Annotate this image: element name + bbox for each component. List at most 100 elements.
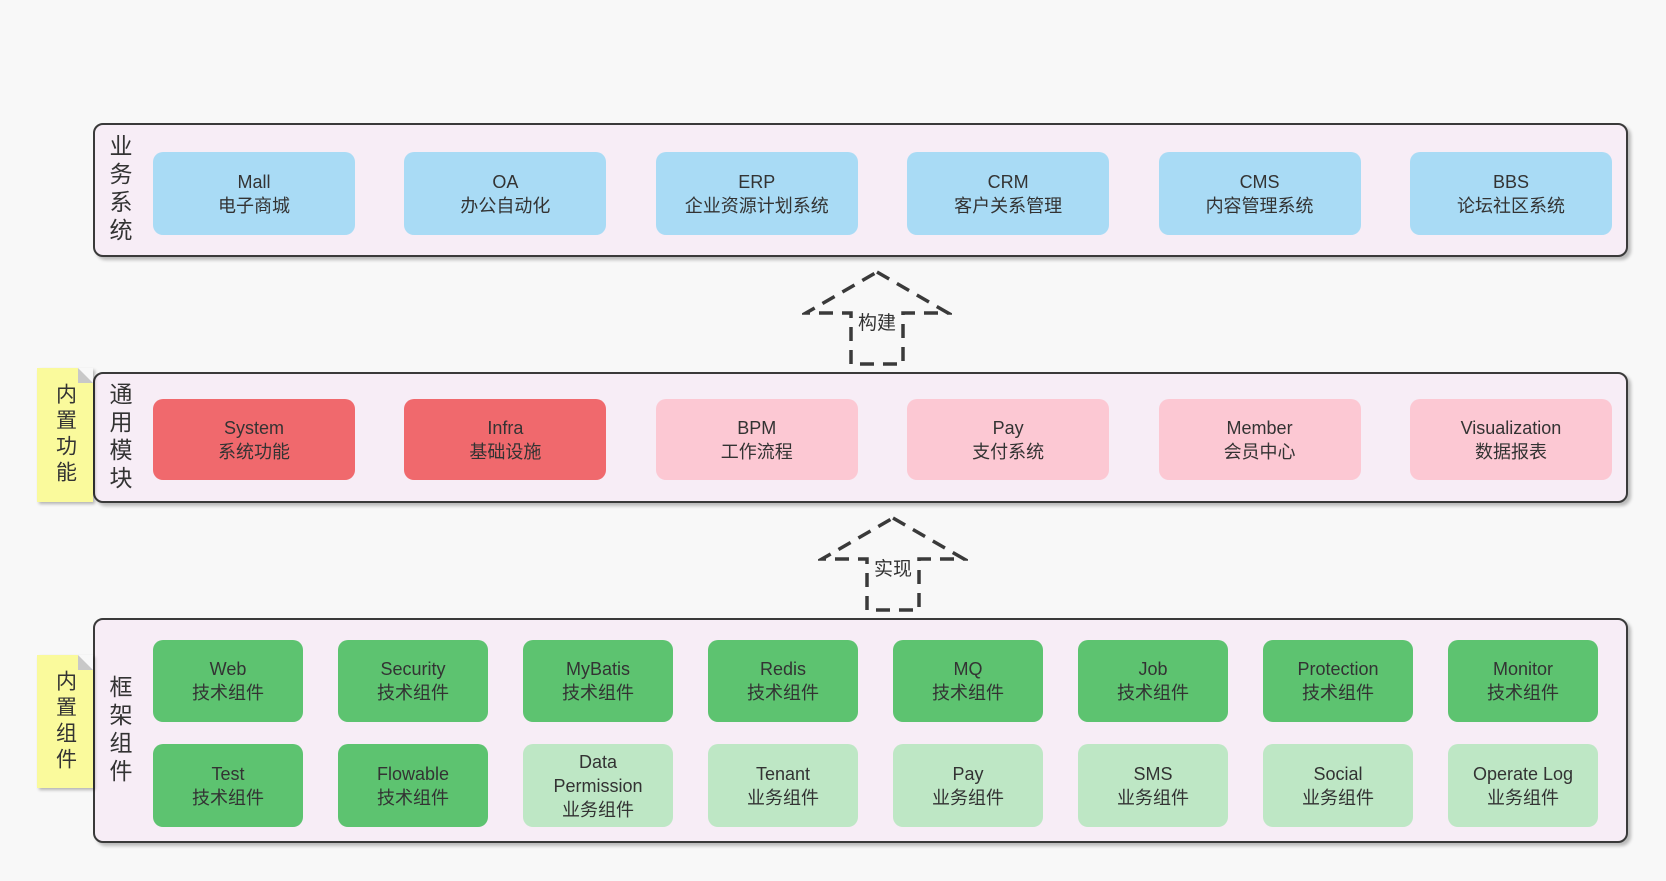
box-social: Social 业务组件	[1263, 744, 1413, 827]
box-title: Pay	[952, 763, 984, 784]
box-cms: CMS 内容管理系统	[1158, 152, 1361, 235]
box-subtitle: 业务组件	[1487, 787, 1559, 808]
box-subtitle: 业务组件	[1117, 787, 1189, 808]
box-subtitle: 企业资源计划系统	[684, 195, 829, 216]
box-subtitle: 内容管理系统	[1205, 195, 1314, 216]
box-subtitle: 论坛社区系统	[1456, 195, 1565, 216]
box-title: Operate Log	[1472, 763, 1574, 784]
box-title: BPM	[737, 417, 777, 438]
box-flowable: Flowable 技术组件	[338, 744, 488, 827]
band-label-framework-components: 框架组件	[106, 674, 132, 787]
box-operate-log: Operate Log 业务组件	[1448, 744, 1598, 827]
box-title: SMS	[1133, 763, 1173, 784]
box-pay: Pay 支付系统	[907, 399, 1110, 480]
box-title: CRM	[987, 171, 1029, 192]
box-member: Member 会员中心	[1158, 399, 1361, 480]
arrow-implement-label: 实现	[870, 554, 916, 581]
box-title: Job	[1138, 659, 1168, 679]
band-label-common-modules: 通用模块	[106, 381, 132, 494]
sticky-note-label: 内置功能	[53, 383, 77, 487]
box-subtitle: 技术组件	[1302, 683, 1374, 703]
arrow-build: 构建	[802, 266, 952, 368]
box-title: Flowable	[376, 763, 450, 784]
box-subtitle: 工作流程	[720, 441, 793, 462]
box-tenant: Tenant 业务组件	[708, 744, 858, 827]
box-redis: Redis 技术组件	[708, 640, 858, 722]
box-title: Protection	[1297, 659, 1379, 679]
box-monitor: Monitor 技术组件	[1448, 640, 1598, 722]
box-subtitle: 技术组件	[562, 683, 634, 703]
box-subtitle: 业务组件	[562, 799, 634, 820]
box-title: Tenant	[755, 763, 811, 784]
box-title: Pay	[992, 417, 1024, 438]
band-label-business-systems: 业务系统	[106, 134, 132, 246]
box-mybatis: MyBatis 技术组件	[523, 640, 673, 722]
box-subtitle: 电子商城	[218, 195, 290, 216]
box-title: CMS	[1239, 171, 1280, 192]
sticky-note-label: 内置组件	[53, 669, 77, 774]
arrow-build-label: 构建	[854, 308, 900, 335]
box-subtitle: 业务组件	[1302, 787, 1374, 808]
box-subtitle: 办公自动化	[460, 195, 551, 216]
box-title: Member	[1226, 417, 1293, 438]
box-sms: SMS 业务组件	[1078, 744, 1228, 827]
box-pay: Pay 业务组件	[893, 744, 1043, 827]
box-bbs: BBS 论坛社区系统	[1409, 152, 1612, 235]
box-title: ERP	[738, 171, 776, 192]
box-subtitle: 技术组件	[377, 683, 449, 703]
box-oa: OA 办公自动化	[404, 152, 607, 235]
band-common-modules: 通用模块 System 系统功能 Infra 基础设施 BPM 工作流程 Pay 支付系统 Me…	[93, 372, 1628, 503]
box-infra: Infra 基础设施	[404, 399, 607, 480]
box-title: System	[223, 417, 284, 438]
box-title: Visualization	[1460, 417, 1562, 438]
box-title: Redis	[759, 659, 807, 679]
box-title: Social	[1313, 763, 1363, 784]
box-subtitle: 技术组件	[1117, 683, 1189, 703]
box-subtitle: 技术组件	[932, 683, 1004, 703]
box-title: BBS	[1492, 171, 1529, 192]
box-title: Test	[211, 763, 245, 784]
box-title: Mall	[237, 171, 271, 192]
box-system: System 系统功能	[153, 399, 355, 480]
box-subtitle: 技术组件	[1487, 683, 1559, 703]
box-web: Web 技术组件	[153, 640, 303, 722]
box-mall: Mall 电子商城	[153, 152, 355, 235]
box-title: Infra	[487, 417, 524, 438]
box-erp: ERP 企业资源计划系统	[655, 152, 858, 235]
box-subtitle: 支付系统	[972, 441, 1045, 462]
box-subtitle: 技术组件	[377, 787, 449, 808]
arrow-implement: 实现	[818, 512, 968, 614]
box-subtitle: 会员中心	[1223, 441, 1296, 462]
box-subtitle: 基础设施	[469, 441, 542, 462]
box-title: Security	[380, 659, 446, 679]
box-security: Security 技术组件	[338, 640, 488, 722]
box-row: Mall 电子商城 OA 办公自动化 ERP 企业资源计划系统 CRM 客户关系管理 CMS 内容…	[153, 152, 1612, 235]
box-subtitle: 业务组件	[747, 787, 819, 808]
box-row: System 系统功能 Infra 基础设施 BPM 工作流程 Pay 支付系统 Member 会…	[153, 399, 1612, 480]
box-bpm: BPM 工作流程	[655, 399, 858, 480]
box-subtitle: 数据报表	[1474, 441, 1547, 462]
box-subtitle: 客户关系管理	[954, 195, 1063, 216]
box-title: Data Permission	[553, 751, 643, 796]
sticky-note-builtin-features: 内置功能	[37, 368, 93, 502]
box-title: OA	[492, 171, 519, 192]
box-protection: Protection 技术组件	[1263, 640, 1413, 722]
band-business-systems: 业务系统 Mall 电子商城 OA 办公自动化 ERP 企业资源计划系统 CRM 客户关系管理…	[93, 123, 1628, 257]
box-title: Web	[209, 659, 247, 679]
box-visualization: Visualization 数据报表	[1409, 399, 1612, 480]
box-crm: CRM 客户关系管理	[907, 152, 1110, 235]
box-title: Monitor	[1492, 659, 1554, 679]
box-title: MyBatis	[565, 659, 630, 679]
box-subtitle: 技术组件	[747, 683, 819, 703]
box-subtitle: 系统功能	[218, 441, 290, 462]
box-subtitle: 技术组件	[192, 683, 264, 703]
box-subtitle: 业务组件	[932, 787, 1004, 808]
sticky-note-builtin-components: 内置组件	[37, 655, 93, 788]
box-job: Job 技术组件	[1078, 640, 1228, 722]
